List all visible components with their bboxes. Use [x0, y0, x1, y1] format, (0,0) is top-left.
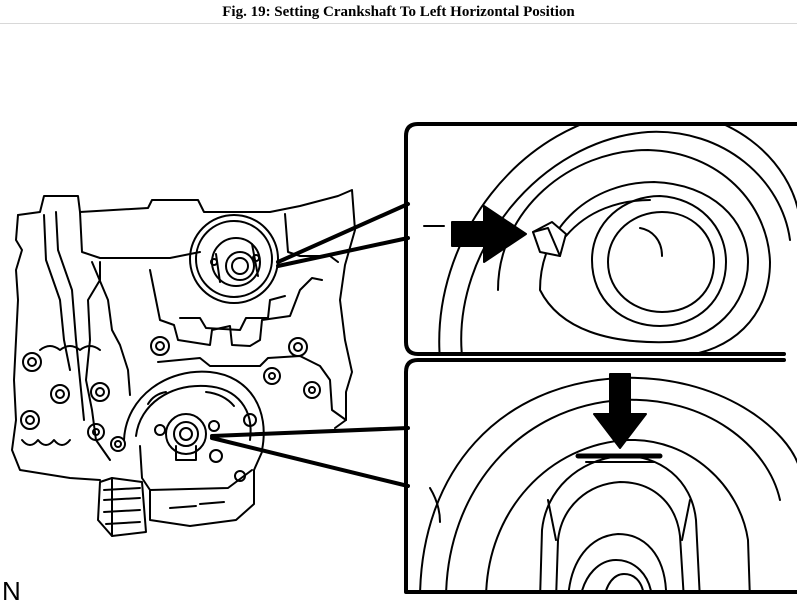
callout-frames — [404, 122, 797, 594]
oil-pump-housing — [97, 445, 263, 537]
camshaft-sprocket — [189, 214, 279, 304]
engine-block — [11, 189, 356, 481]
crankshaft-pulley — [123, 370, 265, 461]
bottom-detail-view — [419, 376, 797, 590]
top-detail-view — [423, 126, 797, 352]
caption-divider — [0, 23, 797, 24]
key-marker-arrow — [451, 205, 527, 263]
figure-caption: Fig. 19: Setting Crankshaft To Left Hori… — [222, 4, 575, 20]
flat-marker-arrow — [593, 373, 647, 449]
corner-mark: N — [2, 576, 21, 606]
callout-leaders — [210, 202, 410, 488]
